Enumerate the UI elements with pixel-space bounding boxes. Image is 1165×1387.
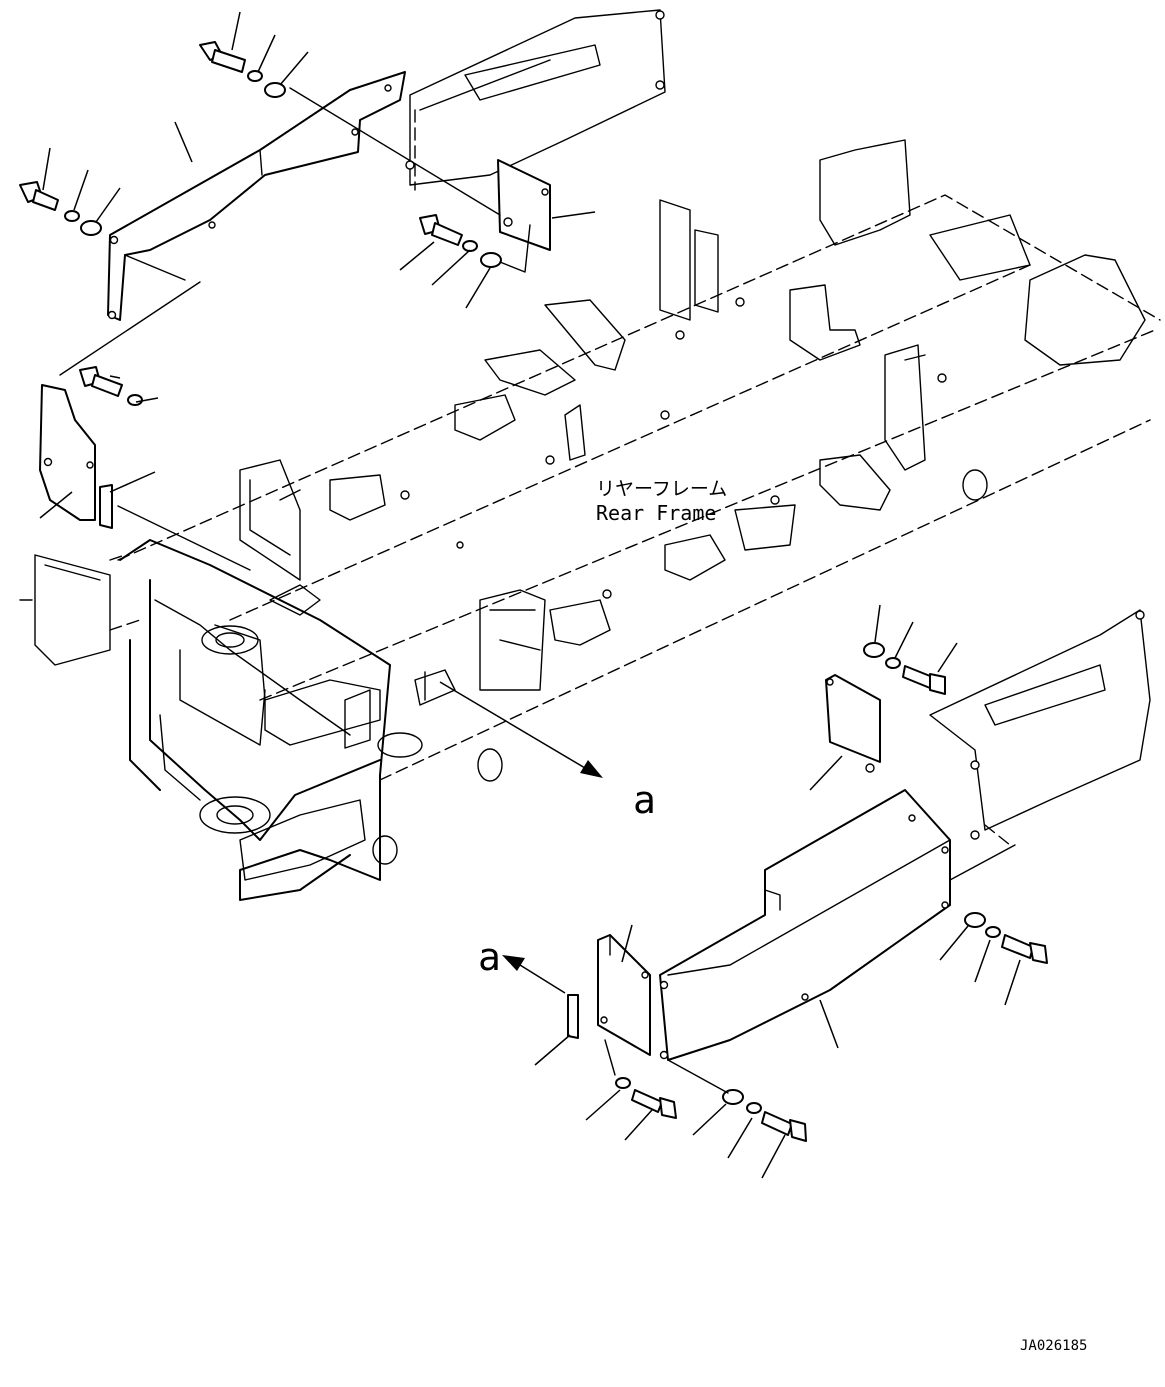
- lock-washer-icon: [127, 394, 143, 406]
- view-marker-top: a: [633, 778, 656, 822]
- frame-label-en: Rear Frame: [596, 501, 716, 525]
- bolt-icon: [902, 665, 946, 695]
- view-arrow-a-top: [439, 681, 603, 778]
- bolt-icon: [761, 1111, 807, 1142]
- lock-washer-icon: [247, 70, 263, 82]
- bolt-icon: [631, 1089, 677, 1119]
- rear-frame: [19, 9, 1161, 901]
- washer-icon: [80, 220, 102, 236]
- arrow-head-icon: [580, 760, 603, 778]
- lock-washer-icon: [615, 1077, 631, 1089]
- lock-washer-icon: [462, 240, 478, 252]
- lock-washer-icon: [885, 657, 901, 669]
- frame-label-jp: リヤーフレーム: [596, 478, 727, 500]
- upper-cover-assembly: [19, 41, 551, 571]
- washer-icon: [863, 642, 885, 658]
- washer-icon: [964, 912, 986, 928]
- washer-icon: [480, 252, 502, 268]
- lock-washer-icon: [64, 210, 80, 222]
- view-arrow-a-bottom: [502, 955, 566, 994]
- view-marker-bottom: a: [478, 935, 501, 979]
- washer-icon: [264, 82, 286, 98]
- lock-washer-icon: [985, 926, 1001, 938]
- bolt-icon: [19, 181, 59, 211]
- bolt-icon: [79, 366, 123, 397]
- bolt-icon: [1001, 934, 1048, 964]
- lock-washer-icon: [746, 1102, 762, 1114]
- bolt-icon: [419, 214, 463, 246]
- lower-cover-assembly: [567, 642, 1048, 1142]
- leader-lines: [39, 11, 1021, 1179]
- drawing-number: JA026185: [1020, 1338, 1087, 1354]
- arrow-head-icon: [502, 955, 525, 971]
- bolt-icon: [199, 41, 246, 73]
- plate-icon: [567, 994, 579, 1039]
- plate-icon: [99, 484, 113, 529]
